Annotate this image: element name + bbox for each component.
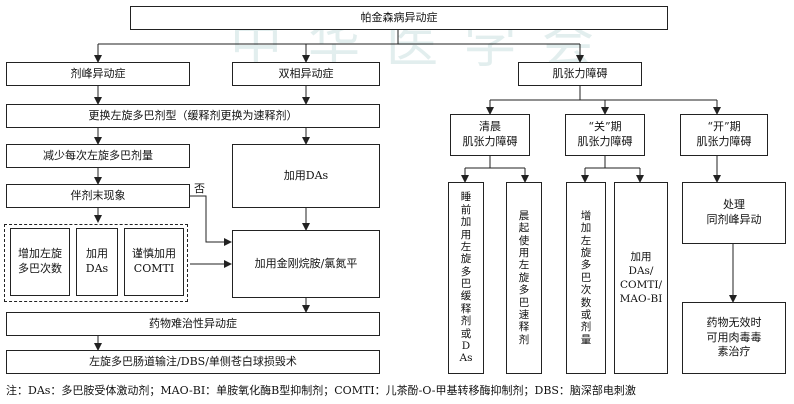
node-add-multi-label: 加用 DAs/ COMTI/ MAO-BI [619,250,663,306]
node-treat-peak-label: 处理 同剂峰异动 [706,198,762,226]
node-dystonia: 肌张力障碍 [518,62,642,86]
node-morning-immediate: 晨起使用左旋多巴速释剂 [506,182,542,374]
node-inc-dose-label: 增加左旋多巴次数或剂量 [580,209,592,346]
node-add-das: 加用DAs [232,144,380,208]
node-bedtime-label: 睡前加用左旋多巴缓释剂或DAs [459,191,473,365]
node-wearing-label: 伴剂末现象 [70,188,126,202]
node-comti-label: 谨慎加用 COMTI [132,247,176,275]
node-add-multi: 加用 DAs/ COMTI/ MAO-BI [614,182,668,374]
node-reduce-label: 减少每次左旋多巴剂量 [43,148,153,162]
edge-label-no: 否 [194,182,205,195]
node-off-period-dystonia: “关”期 肌张力障碍 [565,114,645,156]
node-botulinum: 药物无效时 可用肉毒毒 素治疗 [682,302,786,374]
node-final-treatment: 左旋多巴肠道输注/DBS/单侧苍白球损毁术 [6,350,380,374]
node-off-period-label: “关”期 肌张力障碍 [577,120,633,148]
node-on-period-label: “开”期 肌张力障碍 [696,120,752,148]
node-comti: 谨慎加用 COMTI [124,228,184,296]
node-switch-formulation: 更换左旋多巴剂型（缓释剂更换为速释剂） [6,104,380,128]
node-early-morning-label: 清晨 肌张力障碍 [462,120,518,148]
node-switch-label: 更换左旋多巴剂型（缓释剂更换为速释剂） [88,108,298,122]
node-bedtime-extended: 睡前加用左旋多巴缓释剂或DAs [448,182,484,374]
node-refractory: 药物难治性异动症 [6,312,380,336]
node-final-label: 左旋多巴肠道输注/DBS/单侧苍白球损毁术 [89,354,297,368]
node-on-period-dystonia: “开”期 肌张力障碍 [680,114,768,156]
node-early-morning-dystonia: 清晨 肌张力障碍 [450,114,530,156]
node-morning-label: 晨起使用左旋多巴速释剂 [518,209,530,346]
node-amantadine: 加用金刚烷胺/氯氮平 [232,230,380,298]
dashed-group-frame [4,224,188,302]
node-increase-frequency: 增加左旋 多巴次数 [10,228,70,296]
node-root-label: 帕金森病异动症 [360,10,438,24]
node-wearing-off: 伴剂末现象 [6,184,190,208]
node-add-das-label: 加用DAs [283,168,329,182]
node-reduce-dose: 减少每次左旋多巴剂量 [6,144,190,168]
node-botulinum-label: 药物无效时 可用肉毒毒 素治疗 [706,315,762,359]
node-amantadine-label: 加用金刚烷胺/氯氮平 [254,256,358,270]
node-peak-dyskinesia: 剂峰异动症 [6,62,190,86]
node-root: 帕金森病异动症 [130,6,668,30]
node-inc-freq-label: 增加左旋 多巴次数 [18,247,62,275]
node-add-das-small: 加用 DAs [76,228,118,296]
node-dystonia-label: 肌张力障碍 [552,66,608,80]
node-treat-as-peak: 处理 同剂峰异动 [682,182,786,244]
node-biphasic-dyskinesia: 双相异动症 [232,62,380,86]
node-refractory-label: 药物难治性异动症 [149,316,237,330]
node-add-das-small-label: 加用 DAs [85,247,109,275]
node-biphasic-label: 双相异动症 [278,66,334,80]
node-increase-dose: 增加左旋多巴次数或剂量 [566,182,606,374]
node-peak-label: 剂峰异动症 [70,66,126,80]
edge-wearing-no [190,195,232,246]
footnote: 注：DAs：多巴胺受体激动剂；MAO-BI：单胺氧化酶B型抑制剂；COMTI：儿… [6,384,636,397]
